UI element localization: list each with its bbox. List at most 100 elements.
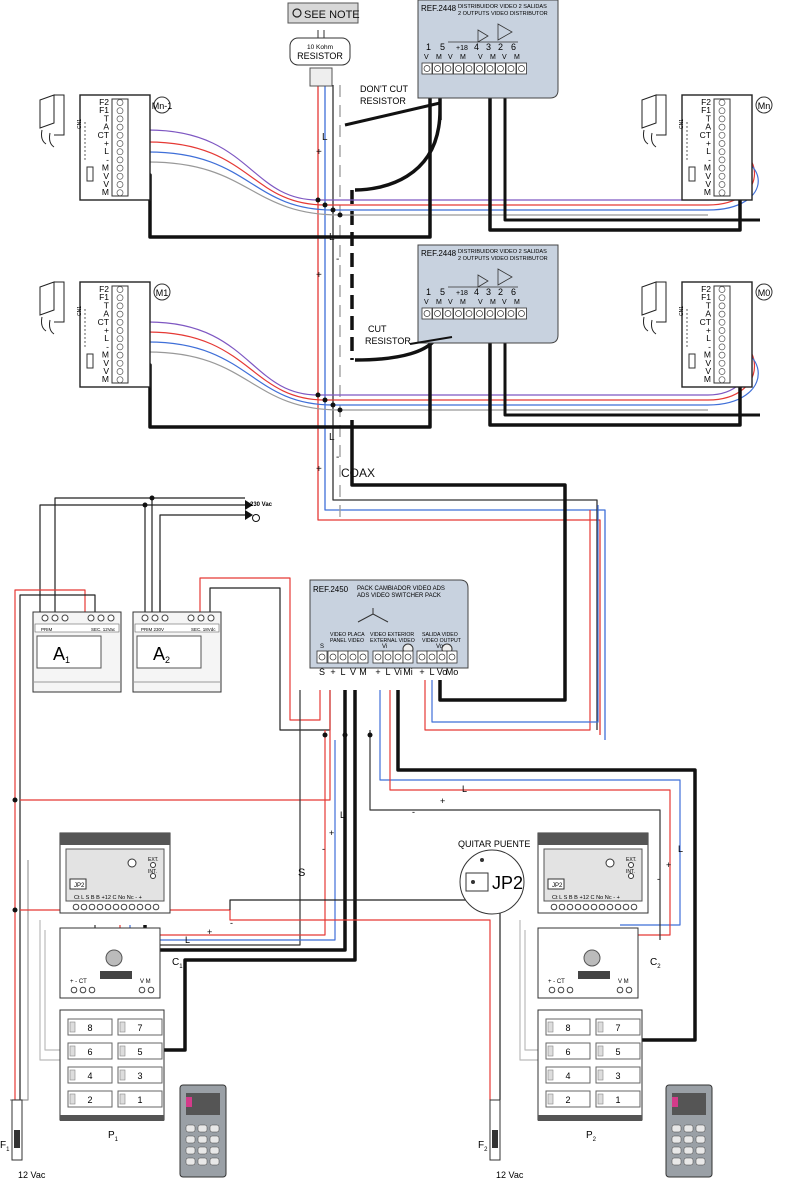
resistor: 10 Kohm RESISTOR — [289, 30, 351, 87]
monitor-terminal-label: V — [705, 171, 711, 181]
distributor-subtitle: 2 OUTPUTS VIDEO DISTRIBUTOR — [458, 11, 548, 17]
connector-pin — [686, 337, 688, 339]
terminal-screw — [718, 327, 726, 334]
terminal-screw — [116, 148, 124, 156]
wire-label-plus: + — [329, 828, 334, 838]
button-led — [547, 1045, 554, 1057]
panel-photo-button — [671, 1146, 682, 1155]
call-button-number: 3 — [615, 1071, 620, 1081]
distributor-term-letter: M — [490, 299, 496, 306]
monitor-terminal-label: F2 — [99, 284, 109, 294]
transformer-screen — [136, 635, 202, 669]
connector-pin — [686, 333, 688, 335]
monitor-terminal-label: F2 — [701, 284, 711, 294]
trimmer-icon — [150, 873, 156, 879]
terminal-screw — [566, 986, 574, 994]
distributor-term-letter: V — [424, 54, 429, 61]
switcher-col2-en: EXTERNAL VIDEO — [370, 638, 415, 644]
terminal-screw — [444, 65, 452, 72]
panel-photo-button — [197, 1146, 208, 1155]
terminal-screw — [116, 368, 124, 375]
monitor-id: Mn-1 — [152, 101, 173, 111]
connector-pin — [686, 126, 688, 128]
switcher-terminal — [316, 650, 328, 664]
monitor-terminal-label: CT — [700, 317, 711, 327]
see-note-button[interactable]: SEE NOTE — [287, 2, 360, 24]
panel-module-top — [60, 833, 170, 845]
wire-label-L: L — [329, 232, 335, 243]
terminal-screw — [116, 172, 124, 180]
monitor-terminal-label: M — [102, 350, 109, 360]
terminal-screw — [116, 181, 124, 188]
terminal-block — [516, 62, 527, 75]
call-button — [545, 1090, 591, 1108]
call-button — [595, 1018, 641, 1036]
call-button — [545, 1042, 591, 1060]
switcher-title: PACK CAMBIADOR VIDEO ADS — [357, 586, 445, 592]
monitor-terminal-label: V — [103, 358, 109, 368]
handset-icon — [39, 94, 65, 136]
amplifier-symbol — [448, 23, 518, 43]
terminal-screw — [187, 614, 195, 622]
call-button — [545, 1066, 591, 1084]
lock-bolt — [14, 1130, 20, 1148]
panel-photo-button — [197, 1124, 208, 1133]
button-led — [69, 1093, 76, 1105]
terminal-screw — [116, 302, 124, 310]
video-terminal-labels: V M — [618, 979, 629, 985]
connector-pin — [686, 158, 688, 160]
connector-pin — [686, 321, 688, 323]
monitor-terminal-label: M — [704, 374, 711, 384]
terminal-screw — [112, 903, 120, 911]
cut-arrow — [409, 336, 453, 345]
call-button — [67, 1090, 113, 1108]
wire-label-minus: - — [230, 918, 233, 928]
handset-icon — [641, 94, 667, 136]
panel-photo-button — [209, 1135, 220, 1144]
terminal-screw — [423, 65, 431, 72]
handset-cord-icon — [41, 316, 55, 335]
monitor-terminal-label: M — [102, 163, 109, 173]
panel-terminal-labels: Ct L S B B +12 C No Nc - + — [74, 895, 142, 901]
terminal-screw — [465, 310, 473, 317]
connector-pin — [686, 329, 688, 331]
panel-module-top — [538, 833, 648, 845]
switcher-sub-s: S — [320, 644, 324, 650]
jp2-jumper — [547, 878, 565, 890]
terminal-screw — [455, 65, 462, 72]
video-switcher: REF.2450 PACK CAMBIADOR VIDEO ADS ADS VI… — [309, 579, 469, 677]
terminal-screw — [718, 318, 726, 326]
terminal-screw — [614, 903, 622, 911]
distributor-term-letter: V — [424, 299, 429, 306]
terminal-screw — [88, 986, 96, 994]
distributor-term-number: 6 — [511, 287, 516, 297]
panel-photo-button — [185, 1124, 196, 1133]
dont-cut-resistor-label: RESISTOR — [360, 96, 406, 106]
terminal-block — [484, 307, 496, 320]
distributor-term-number: 5 — [440, 287, 445, 297]
terminal-screw — [444, 310, 452, 317]
terminal-screw — [41, 614, 49, 622]
monitor-terminal-label: F2 — [701, 97, 711, 107]
connector-pin — [686, 142, 688, 144]
terminal-screw — [116, 99, 124, 106]
terminal-screw — [116, 123, 124, 131]
call-button-number: 7 — [137, 1023, 142, 1033]
panel-module-board — [65, 848, 165, 902]
connector-pin — [686, 317, 688, 319]
terminal-screw — [582, 903, 590, 911]
switcher-terminal-label: M — [359, 667, 367, 677]
distributor-term-number: 1 — [426, 287, 431, 297]
distributor-term-letter: M — [460, 299, 466, 306]
lock-voltage: 12 Vac — [496, 1170, 524, 1180]
panel-module-board — [543, 848, 643, 902]
call-button-number: 6 — [87, 1047, 92, 1057]
monitor-id: Mn — [758, 101, 771, 111]
trimmer-icon — [628, 862, 634, 868]
connector-pin — [686, 146, 688, 148]
panel-photo-2 — [665, 1084, 713, 1178]
monitor-terminal-label: T — [706, 300, 711, 310]
